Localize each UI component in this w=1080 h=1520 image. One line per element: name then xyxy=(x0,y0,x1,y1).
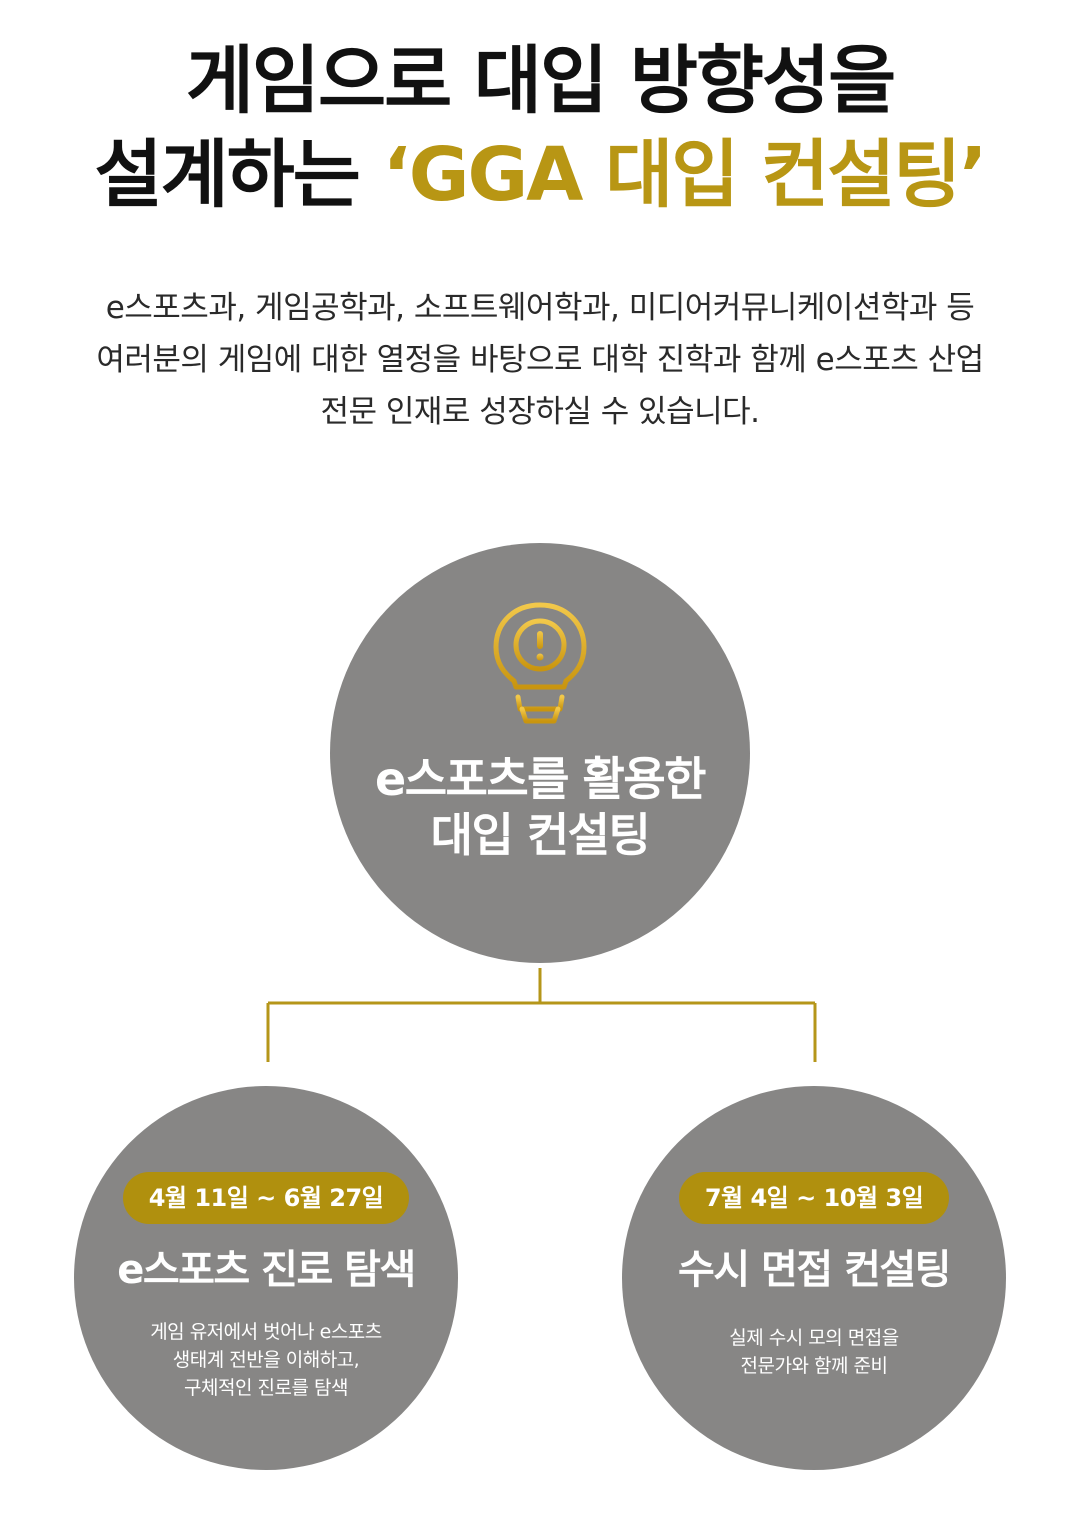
description-line-3: 전문 인재로 성장하실 수 있습니다. xyxy=(320,394,760,430)
title-line-1: 게임으로 대입 방향성을 xyxy=(185,38,896,124)
main-title-line-2: 대입 컨설팅 xyxy=(430,808,651,862)
description-line-1: e스포츠과, 게임공학과, 소프트웨어학과, 미디어커뮤니케이션학과 등 xyxy=(105,290,975,326)
branch-description-line: 생태계 전반을 이해하고, xyxy=(172,1349,360,1371)
branch-description-line: 게임 유저에서 벗어나 e스포츠 xyxy=(150,1321,382,1343)
main-consulting-title: e스포츠를 활용한 대입 컨설팅 xyxy=(375,751,706,863)
date-badge: 7월 4일 ~ 10월 3일 xyxy=(678,1172,950,1224)
page-title: 게임으로 대입 방향성을 설계하는 ‘GGA 대입 컨설팅’ xyxy=(0,34,1080,222)
interview-consulting-circle: 7월 4일 ~ 10월 3일 수시 면접 컨설팅 실제 수시 모의 면접을 전문… xyxy=(622,1086,1006,1470)
branch-description-line: 전문가와 함께 준비 xyxy=(740,1355,888,1377)
title-line-2-plain: 설계하는 xyxy=(94,132,383,218)
lightbulb-exclamation-icon xyxy=(493,602,587,732)
intro-description: e스포츠과, 게임공학과, 소프트웨어학과, 미디어커뮤니케이션학과 등 여러분… xyxy=(0,282,1080,438)
date-badge: 4월 11일 ~ 6월 27일 xyxy=(122,1172,410,1224)
branch-description-line: 구체적인 진로를 탐색 xyxy=(184,1377,348,1399)
esports-career-circle: 4월 11일 ~ 6월 27일 e스포츠 진로 탐색 게임 유저에서 벗어나 e… xyxy=(74,1086,458,1470)
main-title-line-1: e스포츠를 활용한 xyxy=(375,752,706,806)
branch-title: 수시 면접 컨설팅 xyxy=(678,1247,951,1293)
main-consulting-circle: e스포츠를 활용한 대입 컨설팅 xyxy=(330,543,750,963)
branch-description: 게임 유저에서 벗어나 e스포츠 생태계 전반을 이해하고, 구체적인 진로를 … xyxy=(150,1318,382,1402)
description-line-2: 여러분의 게임에 대한 열정을 바탕으로 대학 진학과 함께 e스포츠 산업 xyxy=(96,342,984,378)
title-line-2-accent: ‘GGA 대입 컨설팅’ xyxy=(382,132,988,218)
branch-title: e스포츠 진로 탐색 xyxy=(117,1247,416,1293)
branch-description-line: 실제 수시 모의 면접을 xyxy=(729,1327,899,1349)
branch-description: 실제 수시 모의 면접을 전문가와 함께 준비 xyxy=(729,1324,899,1380)
